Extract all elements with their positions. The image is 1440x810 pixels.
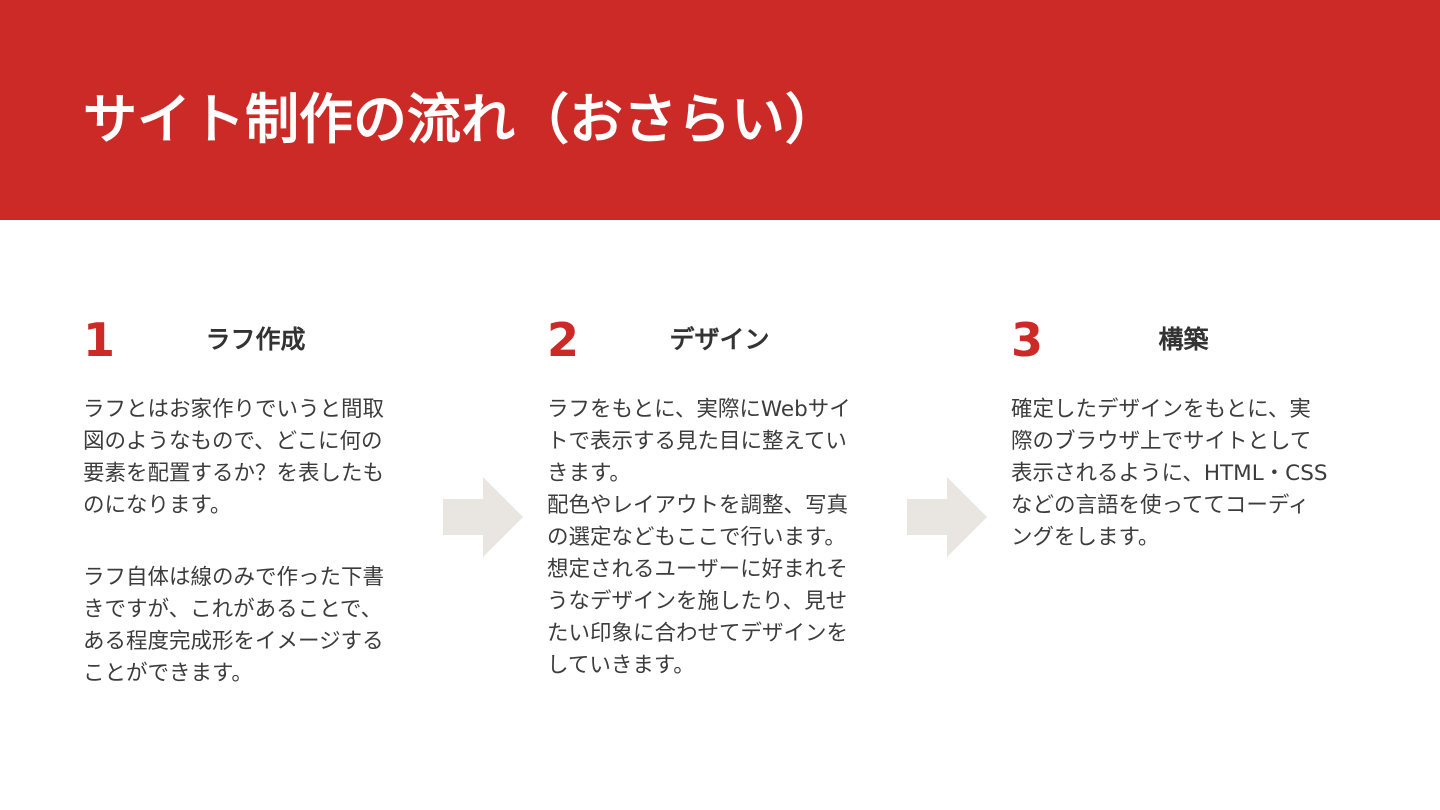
text-line: ある程度完成形をイメージする (83, 629, 384, 654)
text-line: の選定などもここで行います。 (547, 525, 846, 550)
text-line: していきます。 (547, 653, 695, 678)
text-line: トで表示する見た目に整えてい (547, 429, 847, 454)
title-banner: サイト制作の流れ（おさらい） (0, 0, 1440, 220)
step-heading: 構築 (1158, 325, 1209, 354)
step-number: 3 (1011, 313, 1044, 367)
paragraph: ラフをもとに、実際にWebサイ トで表示する見た目に整えてい きます。 配色やレ… (547, 394, 907, 682)
text-line: 際のブラウザ上でサイトとして (1011, 429, 1312, 454)
text-line: うなデザインを施したり、見せ (547, 589, 848, 614)
text-line: 確定したデザインをもとに、実 (1011, 397, 1311, 422)
text-line: ラフとはお家作りでいうと間取 (83, 397, 385, 422)
text-line: 要素を配置するか？を表したも (83, 461, 385, 486)
arrow-right-icon (443, 477, 523, 557)
step-description: ラフをもとに、実際にWebサイ トで表示する見た目に整えてい きます。 配色やレ… (547, 394, 907, 682)
text-line: 配色やレイアウトを調整、写真 (547, 493, 849, 518)
paragraph: ラフとはお家作りでいうと間取 図のようなもので、どこに何の 要素を配置するか？を… (83, 394, 443, 522)
step-description: ラフとはお家作りでいうと間取 図のようなもので、どこに何の 要素を配置するか？を… (83, 394, 443, 690)
page-title: サイト制作の流れ（おさらい） (83, 88, 839, 151)
text-line: きですが、これがあることで、 (83, 597, 383, 622)
paragraph: ラフ自体は線のみで作った下書 きですが、これがあることで、 ある程度完成形をイメ… (83, 562, 443, 690)
step-number: 1 (83, 313, 116, 367)
text-line: 想定されるユーザーに好まれそ (547, 557, 848, 582)
text-line: ことができます。 (83, 661, 253, 686)
text-line: ラフ自体は線のみで作った下書 (83, 565, 385, 590)
step-heading: デザイン (669, 325, 770, 354)
step-number: 2 (547, 313, 580, 367)
text-line: ラフをもとに、実際にWebサイ (547, 397, 851, 422)
text-line: たい印象に合わせてデザインを (547, 621, 849, 646)
arrow-right-icon (907, 477, 987, 557)
text-line: ングをします。 (1011, 525, 1160, 550)
text-line: のになります。 (83, 493, 232, 518)
step-heading: ラフ作成 (205, 325, 306, 354)
paragraph: 確定したデザインをもとに、実 際のブラウザ上でサイトとして 表示されるように、H… (1011, 394, 1371, 554)
text-line: などの言語を使っててコーディ (1011, 493, 1310, 518)
text-line: 図のようなもので、どこに何の (83, 429, 383, 454)
step-description: 確定したデザインをもとに、実 際のブラウザ上でサイトとして 表示されるように、H… (1011, 394, 1371, 554)
text-line: 表示されるように、HTML・CSS (1011, 461, 1328, 486)
text-line: きます。 (547, 461, 631, 486)
